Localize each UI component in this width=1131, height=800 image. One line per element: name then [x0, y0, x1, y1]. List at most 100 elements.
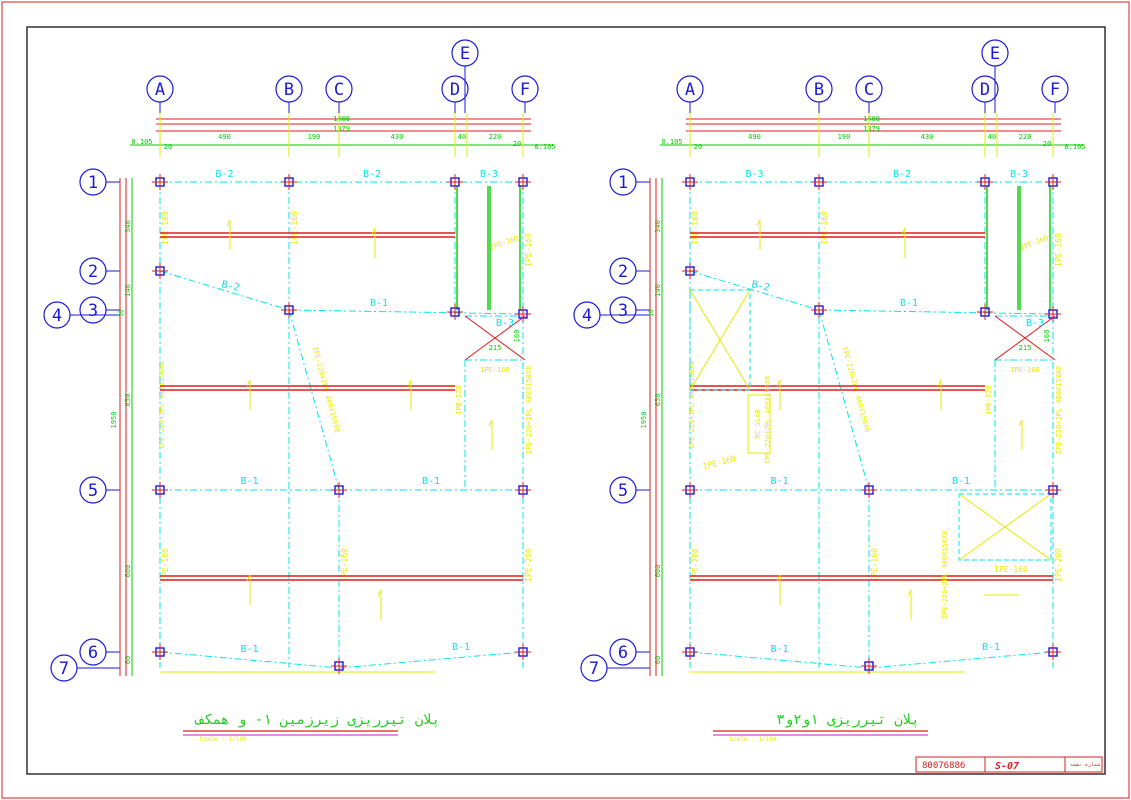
span-arrow-head — [901, 227, 906, 235]
dim-text-edge-right: 0.105 — [534, 143, 555, 151]
dim-text-small-right: 20 — [513, 140, 521, 148]
beam-label-top-df: B-3 — [480, 169, 498, 180]
beam-label-row6-right: B-1 — [982, 642, 1000, 653]
rc-slab-label: RC SLAB — [754, 409, 762, 439]
beam-label-top-ab: B-3 — [745, 169, 763, 180]
grid-label-7: 7 — [589, 659, 599, 679]
grid-label-f: F — [520, 80, 530, 100]
dim-text-segment: 430 — [921, 133, 934, 141]
dim-text-segment: 490 — [218, 133, 231, 141]
span-arrow-head — [371, 227, 376, 235]
small-bay-dim-h: 160 — [1043, 330, 1051, 343]
grid-label-3: 3 — [618, 301, 628, 321]
dim-text-total: 1400 — [333, 115, 350, 123]
grid-label-4: 4 — [52, 306, 62, 326]
beam-label-top-ab: B-2 — [215, 169, 233, 180]
plan-title: پلان تیرریزی ۱و۲و۳ — [776, 712, 919, 728]
section-label: IPE-160 — [1019, 234, 1049, 252]
section-label: IPE-220+2PL 400X150X8 — [1055, 366, 1063, 455]
small-bay-dim-h: 160 — [513, 330, 521, 343]
dim-text-segment: 190 — [838, 133, 851, 141]
title-block: 80076886 S-07 شماره نقشه — [915, 756, 1103, 773]
dim-text-left-segment: 650 — [654, 394, 662, 407]
grid-label-b: B — [814, 80, 824, 100]
sheet-number: S-07 — [995, 761, 1019, 772]
stair-cross — [689, 289, 751, 391]
section-label: IPE-160 — [691, 211, 700, 245]
dim-text-segment: 190 — [308, 133, 321, 141]
span-arrow-head — [756, 219, 761, 227]
plan-title: پلان تیرریزی زیرزمین ۱- و همکف — [194, 712, 440, 728]
dim-text-small-left: 20 — [164, 143, 172, 151]
grid-label-5: 5 — [88, 481, 98, 501]
dim-text-left-total: 1950 — [110, 412, 118, 429]
void-cross — [958, 493, 1052, 561]
sheet-number-label: شماره نقشه — [1070, 762, 1100, 768]
section-label: IPE-220 — [985, 385, 993, 415]
dim-text-segment: 40 — [458, 133, 466, 141]
section-label: IPE-160 — [994, 565, 1028, 574]
dim-text-small-left: 20 — [694, 143, 702, 151]
span-arrow-head — [226, 219, 231, 227]
dim-text-left-total: 1950 — [640, 412, 648, 429]
beam-label-top-bd: B-2 — [893, 169, 911, 180]
dim-text-edge-left: 0.105 — [131, 138, 152, 146]
dim-text-segment: 220 — [1019, 133, 1032, 141]
grid-label-e: E — [990, 44, 1000, 64]
section-label: IPE-160 — [290, 211, 299, 245]
span-arrow-head — [937, 379, 942, 387]
span-arrow-head — [246, 574, 251, 582]
section-label: IPE-160 — [161, 548, 170, 582]
grid-label-c: C — [334, 80, 344, 100]
section-label: IPE-160 — [489, 234, 519, 252]
section-label: IPE-220+2PL 400X150X8 — [525, 366, 533, 455]
span-arrow-head — [246, 379, 251, 387]
dim-text-left-segment: 140 — [654, 284, 662, 297]
section-label: IPE-220+2PL 400X150X8 — [764, 376, 772, 465]
dim-text-left-segment: 340 — [124, 220, 132, 233]
dim-text-total-2: 1379 — [863, 125, 880, 133]
section-label: IPE-160 — [1054, 233, 1063, 267]
beam-row-6-right — [338, 651, 524, 669]
section-label: IPE-220+2PL 400X150X8 — [688, 361, 696, 450]
dim-text-left-segment: 340 — [654, 220, 662, 233]
dim-text-small-right: 20 — [1043, 140, 1051, 148]
drawing-code: 80076886 — [922, 761, 965, 771]
grid-label-d: D — [980, 80, 990, 100]
grid-label-1: 1 — [88, 173, 98, 193]
section-label: IPE-220+2PL 400X150X8 — [158, 361, 166, 450]
beam-label-row6-left: B-1 — [240, 644, 258, 655]
span-arrow-head — [776, 379, 781, 387]
small-bay-dim-w: 215 — [489, 344, 502, 352]
span-arrow-head — [377, 589, 382, 597]
beam-diagonal-mid — [818, 309, 870, 491]
dim-text-left-segment: 600 — [124, 565, 132, 578]
beam-label-row5-right: B-1 — [422, 476, 440, 487]
grid-label-e: E — [460, 44, 470, 64]
beam-label-small: B-3 — [496, 318, 514, 329]
rc-slab-box — [747, 394, 771, 454]
span-arrow-head — [907, 589, 912, 597]
sheet-inner-border — [26, 26, 1106, 775]
small-bay-cross — [464, 315, 526, 361]
dim-text-segment: 40 — [988, 133, 996, 141]
section-label: IPE-220+2PL 400X150X8 — [941, 531, 949, 620]
section-label: IPE-160 — [870, 548, 879, 582]
dim-text-total-2: 1379 — [333, 125, 350, 133]
dim-text-left-segment: 140 — [124, 284, 132, 297]
section-label: IPE-220 — [455, 385, 463, 415]
section-label-opening: IPE-160 — [1010, 366, 1040, 374]
grid-label-b: B — [284, 80, 294, 100]
grid-label-1: 1 — [618, 173, 628, 193]
beam-label-row5-left: B-1 — [240, 476, 258, 487]
span-arrow-head — [776, 574, 781, 582]
beam-row-3 — [818, 309, 1054, 315]
grid-label-a: A — [685, 80, 695, 100]
grid-label-7: 7 — [59, 659, 69, 679]
grid-label-d: D — [450, 80, 460, 100]
grid-label-c: C — [864, 80, 874, 100]
grid-label-2: 2 — [618, 262, 628, 282]
